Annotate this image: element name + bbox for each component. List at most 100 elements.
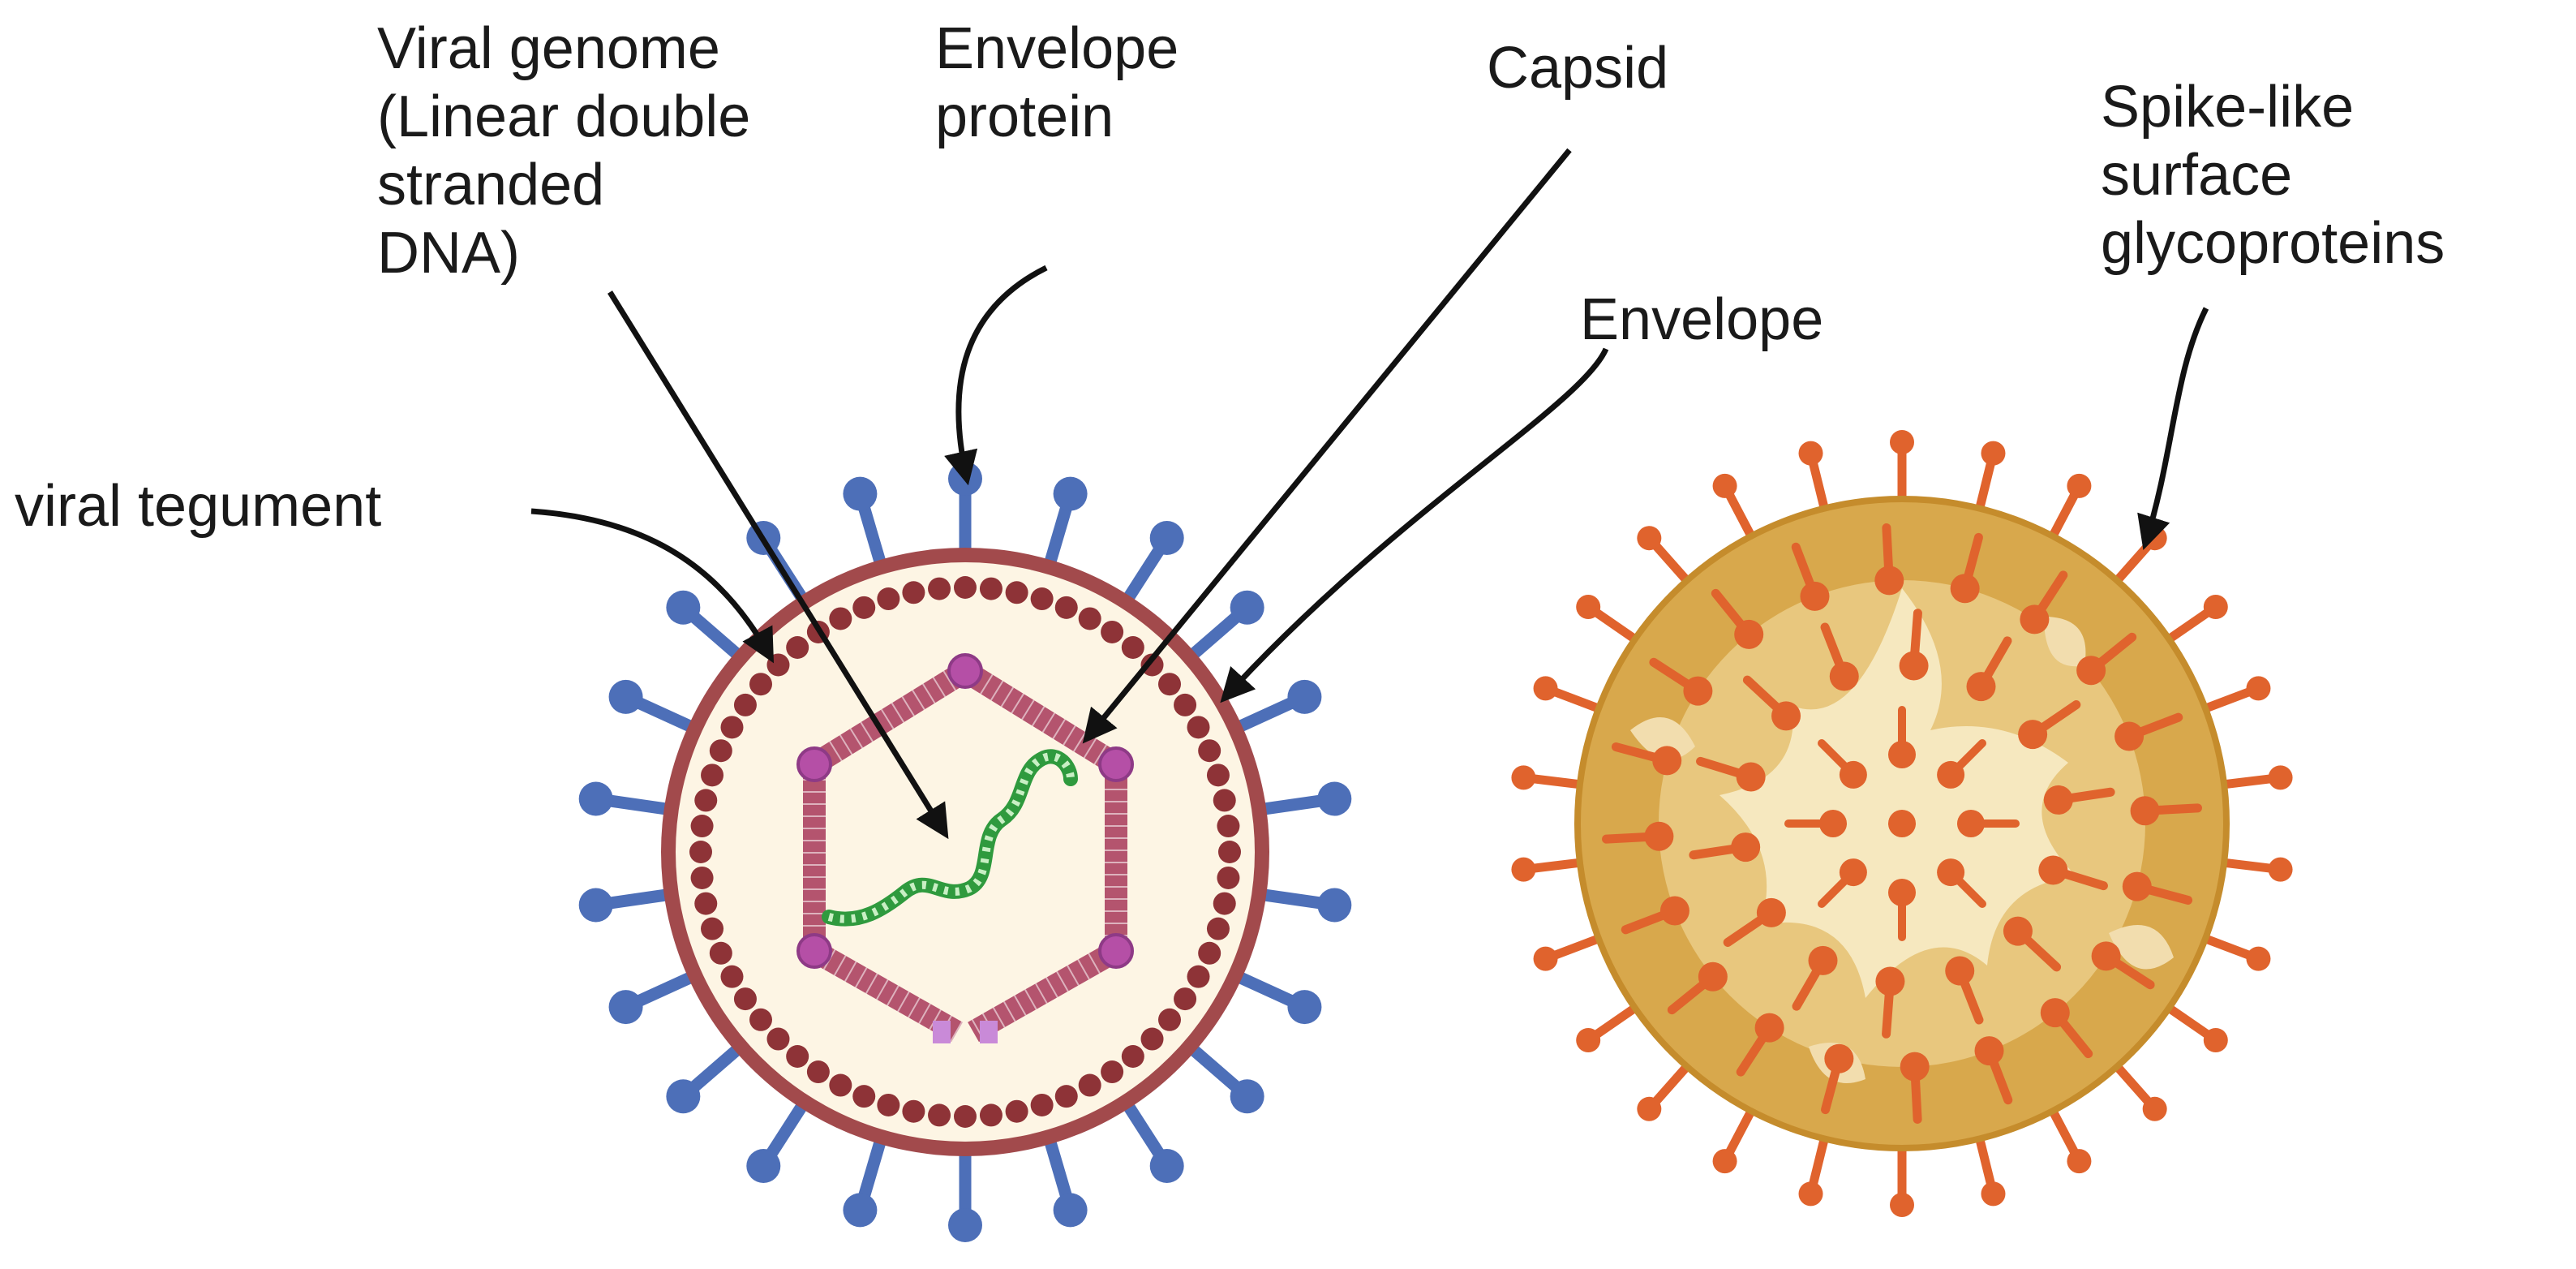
arrow-envelope-protein — [944, 265, 1048, 486]
glycoprotein-head — [2130, 796, 2160, 826]
tegument-dot — [749, 1008, 772, 1031]
arrow-viral-tegument — [530, 508, 775, 664]
tegument-dot — [694, 789, 718, 812]
glycoprotein-head — [1900, 1052, 1930, 1082]
capsid-vertex — [947, 653, 983, 689]
glycoprotein-head — [1937, 858, 1965, 887]
glycoprotein-head — [1637, 526, 1662, 551]
capsid-portal — [933, 1021, 951, 1043]
glycoprotein-head — [1819, 810, 1847, 837]
tegument-dot — [1206, 917, 1230, 940]
glycoprotein-head — [1754, 1013, 1784, 1043]
capsid-vertex — [796, 746, 832, 782]
glycoprotein-head — [1712, 1149, 1737, 1174]
glycoprotein-head — [2003, 916, 2033, 946]
tegument-dot — [979, 1103, 1002, 1127]
tegument-dot — [1140, 653, 1164, 677]
glycoprotein-head — [1756, 897, 1786, 927]
tegument-dot — [954, 1105, 977, 1128]
glycoprotein-head — [1511, 765, 1536, 790]
capsid-portal — [980, 1021, 998, 1043]
glycoprotein-head — [1874, 566, 1904, 596]
envelope-spike-head — [666, 590, 701, 625]
glycoprotein-head — [1824, 1043, 1854, 1073]
tegument-dot — [733, 693, 757, 716]
envelope-spike-head — [1053, 1193, 1088, 1228]
glycoprotein-head — [1890, 1193, 1914, 1217]
glycoprotein-head — [2122, 871, 2152, 901]
tegument-dot — [1198, 739, 1221, 763]
capsid-edge — [809, 940, 963, 1043]
tegument-dot — [786, 635, 809, 659]
glycoprotein-head — [2203, 595, 2228, 620]
glycoprotein-head — [1888, 741, 1916, 768]
glycoprotein-head — [2018, 720, 2048, 750]
tegument-dot — [829, 607, 852, 630]
glycoprotein-head — [1659, 896, 1689, 926]
tegument-dot — [806, 1060, 830, 1084]
glycoprotein-head — [1981, 1181, 2006, 1207]
capsid-edge — [959, 661, 1123, 774]
tegument-dot — [786, 1045, 809, 1069]
tegument-dot — [690, 866, 714, 889]
glycoprotein-head — [1576, 595, 1601, 620]
tegument-dot — [1206, 764, 1230, 787]
tegument-dot — [1217, 815, 1240, 838]
envelope-spike-head — [1287, 679, 1322, 714]
tegument-dot — [852, 596, 876, 619]
capsid-vertex — [1098, 746, 1134, 782]
label-viral-genome: Viral genome (Linear double stranded DNA… — [377, 16, 751, 286]
tegument-dot — [1005, 1099, 1028, 1123]
glycoprotein-head — [2203, 1027, 2228, 1052]
glycoprotein-head — [2268, 765, 2293, 790]
tegument-dot — [954, 576, 977, 599]
capsid-edge — [968, 940, 1122, 1043]
glycoprotein-head — [2246, 946, 2271, 971]
tegument-dot — [1174, 987, 1197, 1011]
tegument-dot — [1078, 1073, 1101, 1097]
glycoprotein-head — [2076, 656, 2106, 686]
tegument-dot — [766, 1027, 790, 1051]
tegument-dot — [1187, 716, 1210, 739]
tegument-dot — [877, 1093, 900, 1116]
capsid-vertex — [796, 933, 832, 969]
arrow-viral-genome — [608, 290, 949, 840]
arrow-capsid — [1082, 148, 1572, 744]
glycoprotein-head — [2246, 676, 2271, 701]
tegument-dot — [1198, 941, 1221, 965]
tegument-dot — [1218, 841, 1241, 863]
label-viral-tegument: viral tegument — [15, 474, 382, 539]
glycoprotein-head — [1652, 746, 1682, 776]
virion-cross-section — [578, 462, 1352, 1242]
tegument-dot — [720, 716, 744, 739]
glycoprotein-head — [2020, 604, 2050, 634]
tegument-dot — [690, 815, 714, 838]
glycoprotein-head — [1937, 760, 1965, 789]
tegument-dot — [1213, 789, 1236, 812]
label-envelope: Envelope — [1580, 287, 1824, 352]
envelope-spike-head — [578, 781, 613, 816]
glycoprotein-head — [2142, 1096, 2167, 1121]
tegument-dot — [1005, 581, 1028, 604]
tegument-dot — [1054, 1085, 1078, 1108]
envelope-spike-head — [1287, 990, 1322, 1025]
glycoprotein-head — [1771, 701, 1801, 731]
tegument-dot — [1217, 866, 1240, 889]
tegument-dot — [709, 739, 732, 763]
glycoprotein-head — [2038, 855, 2068, 885]
tegument-dot — [1158, 673, 1182, 696]
glycoprotein-head — [1890, 430, 1914, 454]
glycoprotein-head — [1888, 879, 1916, 906]
tegument-dot — [1121, 635, 1144, 659]
envelope-spike-head — [843, 1193, 878, 1228]
viral-genome-dna — [822, 749, 1078, 927]
virion-surface-view — [1511, 430, 2293, 1217]
glycoprotein-head — [2091, 941, 2121, 971]
glycoprotein-head — [2067, 1149, 2092, 1174]
viral-tegument-dots — [689, 576, 1241, 1128]
tegument-dot — [709, 941, 732, 965]
tegument-dot — [1140, 1027, 1164, 1051]
tegument-dot — [1174, 693, 1197, 716]
envelope-spike-head — [843, 476, 878, 511]
tegument-dot — [902, 1099, 925, 1123]
